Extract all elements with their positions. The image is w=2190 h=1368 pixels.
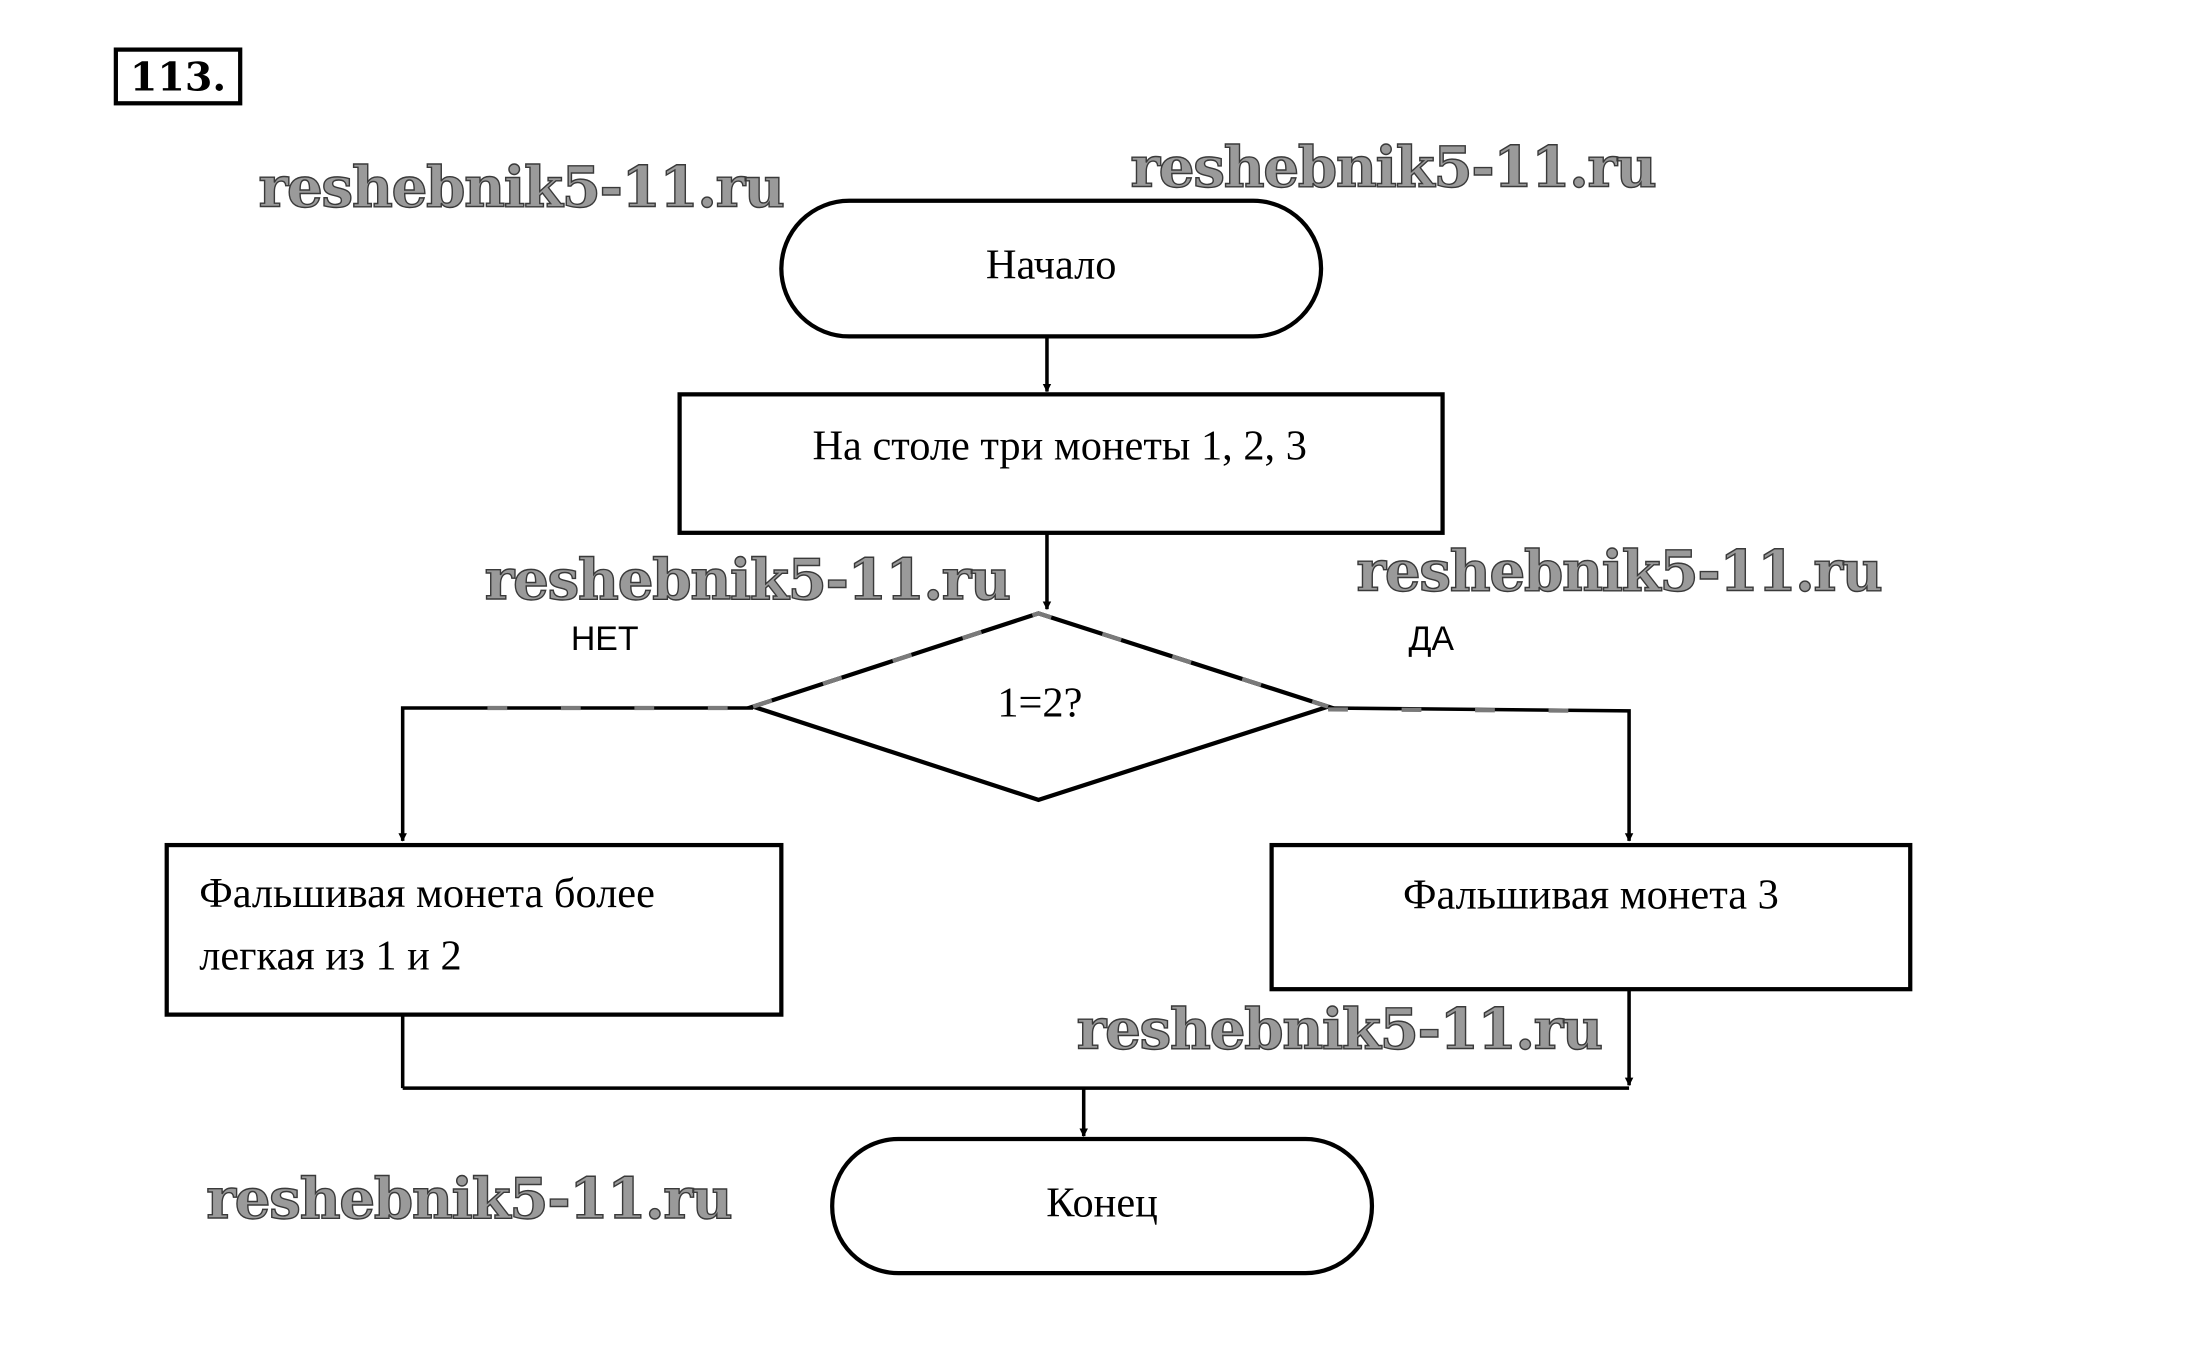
watermark: reshebnik5-11.ru (1356, 539, 1881, 605)
result-lighter-line-1: Фальшивая монета более (199, 870, 655, 917)
connector-yes-branch (1328, 706, 1634, 842)
watermark: reshebnik5-11.ru (485, 547, 1010, 613)
watermark: reshebnik5-11.ru (1077, 997, 1602, 1063)
process-box: На столе три монеты 1, 2, 3 (677, 392, 1445, 535)
decision-diamond: 1=2? (746, 611, 1336, 803)
start-label: Начало (986, 241, 1117, 288)
result-box-lighter-coin: Фальшивая монета более легкая из 1 и 2 (164, 842, 784, 1017)
start-terminator: Начало (779, 198, 1324, 339)
result-lighter-line-2: легкая из 1 и 2 (199, 932, 461, 979)
connector-no-branch (398, 705, 754, 842)
watermark: reshebnik5-11.ru (259, 154, 784, 220)
problem-number-text: 113. (130, 55, 226, 101)
result-box-coin-3: Фальшивая монета 3 (1269, 842, 1913, 992)
yes-branch-label: ДА (1408, 620, 1454, 658)
watermark: reshebnik5-11.ru (1130, 135, 1655, 201)
no-branch-label: НЕТ (571, 620, 639, 658)
process-label: На столе три монеты 1, 2, 3 (812, 422, 1306, 469)
result-coin-3-label: Фальшивая монета 3 (1403, 872, 1779, 919)
decision-label: 1=2? (997, 679, 1082, 726)
end-terminator: Конец (830, 1136, 1375, 1276)
watermark: reshebnik5-11.ru (206, 1166, 731, 1232)
end-label: Конец (1046, 1180, 1158, 1227)
problem-number: 113. (113, 47, 243, 106)
